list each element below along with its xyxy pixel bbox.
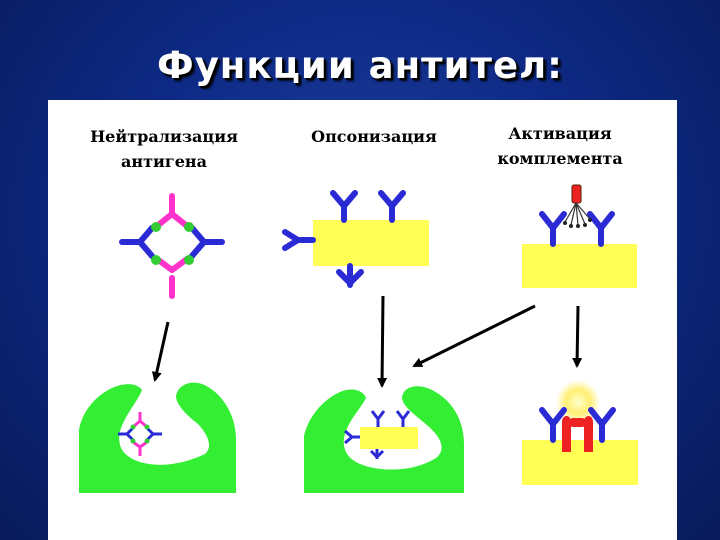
neutralized-antigen-complex bbox=[119, 193, 225, 299]
arrow-opsonization bbox=[377, 295, 388, 388]
label-opsonization: Опсонизация bbox=[311, 127, 437, 146]
label-complement-line2: комплемента bbox=[497, 149, 623, 168]
lysis-glow bbox=[556, 380, 600, 424]
label-neutralization-line1: Нейтрализация bbox=[90, 127, 238, 146]
arrow-complement bbox=[572, 305, 583, 368]
label-neutralization-line2: антигена bbox=[121, 152, 207, 171]
membrane-attack-complex-icon bbox=[562, 416, 593, 452]
arrow-neutralization bbox=[151, 321, 170, 382]
label-neutralization: Нейтрализация антигена bbox=[74, 124, 254, 174]
opsonized-cell bbox=[282, 190, 429, 288]
phagocyte-neutralization bbox=[79, 382, 236, 493]
complement-binding-cell bbox=[522, 184, 637, 288]
label-complement-line1: Активация bbox=[508, 124, 612, 143]
phagocyte-opsonization bbox=[304, 386, 464, 493]
label-complement-activation: Активация комплемента bbox=[480, 121, 640, 171]
process-arrows bbox=[151, 295, 583, 388]
slide-title: Функции антител: bbox=[157, 44, 563, 87]
membrane-attack-cell bbox=[522, 380, 638, 485]
arrow-complement-to-phagocyte bbox=[412, 304, 536, 368]
complement-c1-icon bbox=[563, 184, 592, 228]
